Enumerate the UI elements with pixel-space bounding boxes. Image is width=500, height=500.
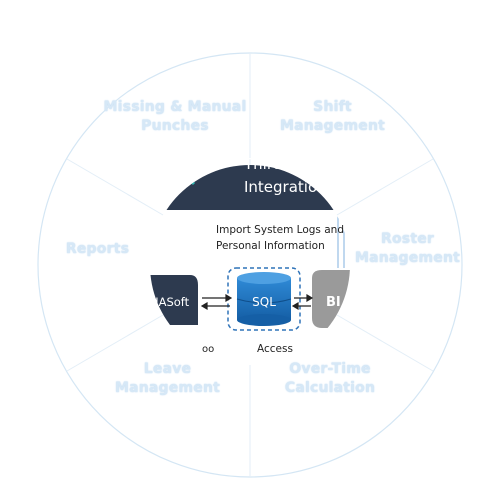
right-arrows bbox=[291, 293, 314, 311]
segment-missing-manual-punches: Missing & Manual Punches bbox=[103, 99, 247, 134]
left-arrows bbox=[200, 293, 233, 311]
banner-title-line2: Integration Lay bbox=[244, 178, 358, 196]
nasoft-label: NASoft bbox=[150, 295, 190, 309]
segment-over-time-calculation: Over-Time Calculation bbox=[284, 361, 376, 396]
segment-shift-management: Shift Management bbox=[279, 99, 386, 134]
segment-leave-management: Leave Management bbox=[114, 361, 221, 396]
import-text-line2: Personal Information bbox=[216, 240, 325, 252]
sql-label: SQL bbox=[252, 295, 276, 309]
segment-roster-management: Roster Management bbox=[354, 231, 461, 266]
segment-dividers bbox=[66, 53, 434, 477]
import-text-line1: Import System Logs and bbox=[216, 224, 344, 236]
segment-reports: Reports bbox=[65, 241, 130, 257]
bottom-left-fragment: oo bbox=[202, 344, 214, 355]
sql-database-icon bbox=[236, 272, 292, 326]
bi-label: BI bbox=[326, 295, 341, 310]
bottom-center-fragment: Access bbox=[257, 343, 293, 355]
banner-title-line1: Third Party bbox=[243, 155, 326, 173]
